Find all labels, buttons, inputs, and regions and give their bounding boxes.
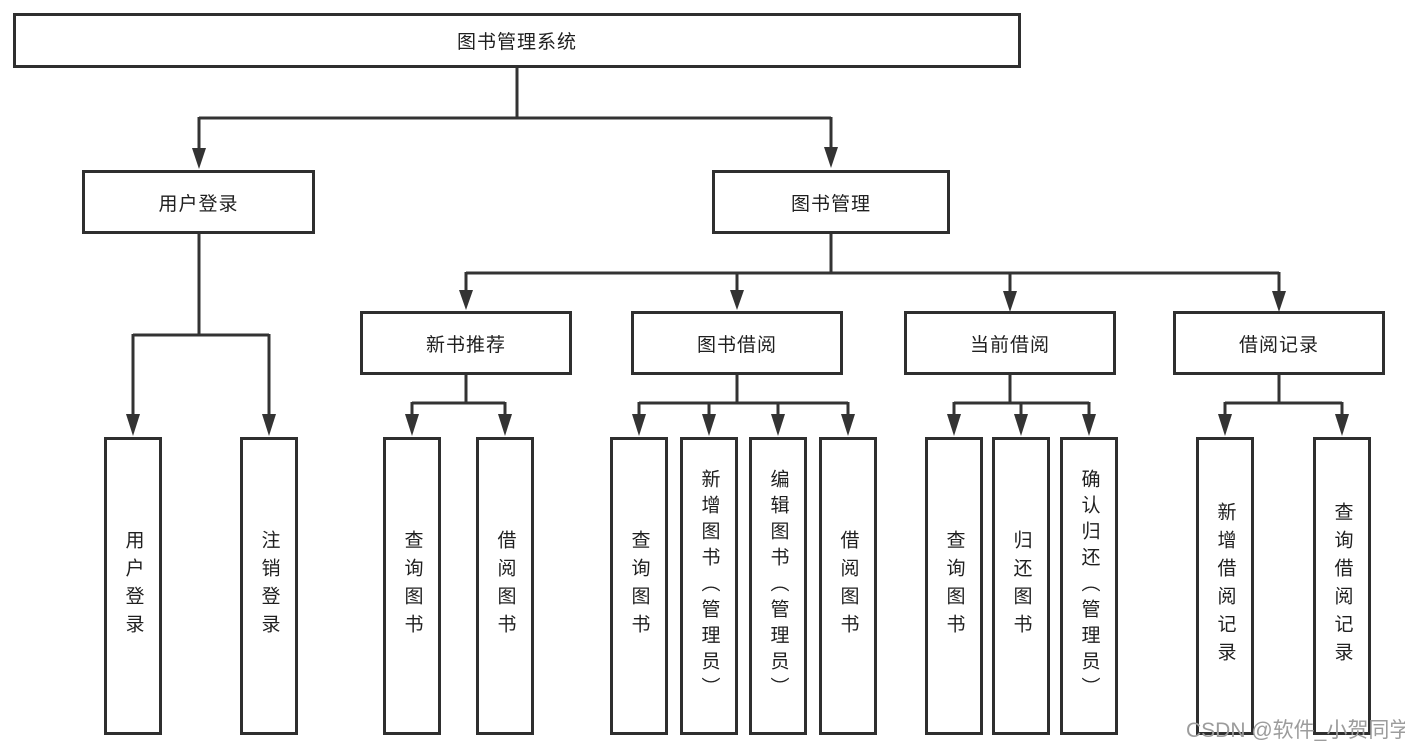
node-label: 新书推荐 [425, 334, 506, 356]
leaf-edit-books-admin: 编辑图书（管理员） [749, 437, 807, 735]
node-label: 图书管理 [790, 193, 871, 215]
leaf-label: 注销登录 [258, 530, 280, 642]
leaf-borrow-books: 借阅图书 [819, 437, 877, 735]
leaf-user-login: 用户登录 [104, 437, 162, 735]
leaf-query-books-recommend: 查询图书 [383, 437, 441, 735]
leaf-query-borrow-record: 查询借阅记录 [1313, 437, 1371, 735]
leaf-label: 查询借阅记录 [1331, 502, 1353, 670]
leaf-label: 查询图书 [628, 530, 650, 642]
leaf-label: 新增借阅记录 [1214, 502, 1236, 670]
leaf-add-books-admin: 新增图书（管理员） [680, 437, 738, 735]
leaf-label: 借阅图书 [494, 530, 516, 642]
leaf-label: 归还图书 [1010, 530, 1032, 642]
csdn-watermark: CSDN @软件_小贺同学 [1186, 719, 1405, 742]
node-new-book-recommend: 新书推荐 [360, 311, 572, 375]
node-label: 当前借阅 [969, 334, 1050, 356]
node-label: 借阅记录 [1238, 334, 1319, 356]
leaf-confirm-return-admin: 确认归还（管理员） [1060, 437, 1118, 735]
leaf-label: 编辑图书（管理员） [767, 469, 789, 703]
leaf-label: 查询图书 [943, 530, 965, 642]
leaf-add-borrow-record: 新增借阅记录 [1196, 437, 1254, 735]
node-book-management: 图书管理 [712, 170, 950, 234]
node-root-label: 图书管理系统 [456, 32, 577, 53]
leaf-label: 用户登录 [122, 530, 144, 642]
leaf-label: 确认归还（管理员） [1078, 469, 1100, 703]
node-current-borrowing: 当前借阅 [904, 311, 1116, 375]
node-label: 图书借阅 [696, 334, 777, 356]
leaf-label: 查询图书 [401, 530, 423, 642]
node-borrowing-records: 借阅记录 [1173, 311, 1385, 375]
leaf-return-books: 归还图书 [992, 437, 1050, 735]
leaf-label: 新增图书（管理员） [698, 469, 720, 703]
leaf-borrow-books-recommend: 借阅图书 [476, 437, 534, 735]
leaf-logout: 注销登录 [240, 437, 298, 735]
node-label: 用户登录 [158, 193, 239, 215]
node-user-login: 用户登录 [82, 170, 315, 234]
leaf-query-books-current: 查询图书 [925, 437, 983, 735]
node-root-library-system: 图书管理系统 [13, 13, 1021, 68]
leaf-label: 借阅图书 [837, 530, 859, 642]
leaf-query-books-borrow: 查询图书 [610, 437, 668, 735]
node-book-borrowing: 图书借阅 [631, 311, 843, 375]
